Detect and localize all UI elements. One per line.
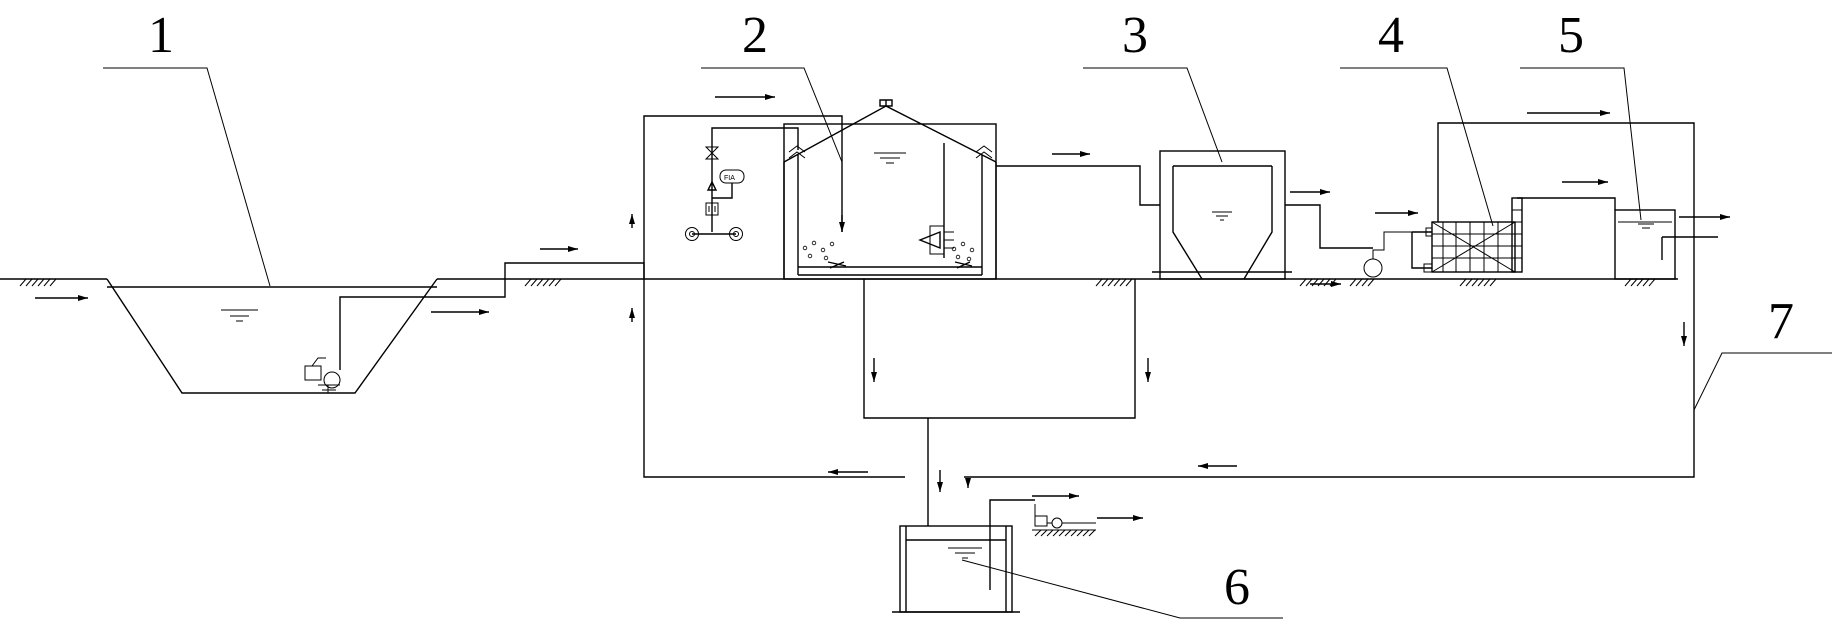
callout-label-2: 2 [742,7,768,64]
raw-water-pond [106,262,645,394]
ground-hatches [19,278,1656,537]
callout-label-7: 7 [1768,293,1794,350]
reaction-tank [643,99,1160,280]
sludge-return-lines [643,279,1695,526]
settling-tank [1152,150,1412,280]
callout-label-1: 1 [148,7,174,64]
instrument-label: FIA [724,175,735,182]
sludge-tank [892,499,1096,613]
callout-label-3: 3 [1122,7,1148,64]
diffuser-icon [827,261,973,269]
callout-labels: 1 2 3 4 5 6 7 [148,7,1794,616]
aeration-bubbles [802,240,975,262]
transfer-pump-icon [1363,231,1412,280]
callout-label-5: 5 [1558,7,1584,64]
dosing-assembly: FIA [685,127,799,241]
blower-icon [685,227,743,241]
flow-arrows [35,94,1730,521]
sludge-pump-icon [1032,504,1096,531]
valve-icon [704,146,720,160]
heat-exchanger [1411,122,1695,467]
leader-lines [103,67,1832,619]
product-tank [1614,209,1718,280]
callout-label-6: 6 [1224,559,1250,616]
mixer-icon [918,225,954,255]
overflow-weir-icon [788,145,993,159]
submersible-pump-icon [304,357,341,393]
callout-label-4: 4 [1378,7,1404,64]
